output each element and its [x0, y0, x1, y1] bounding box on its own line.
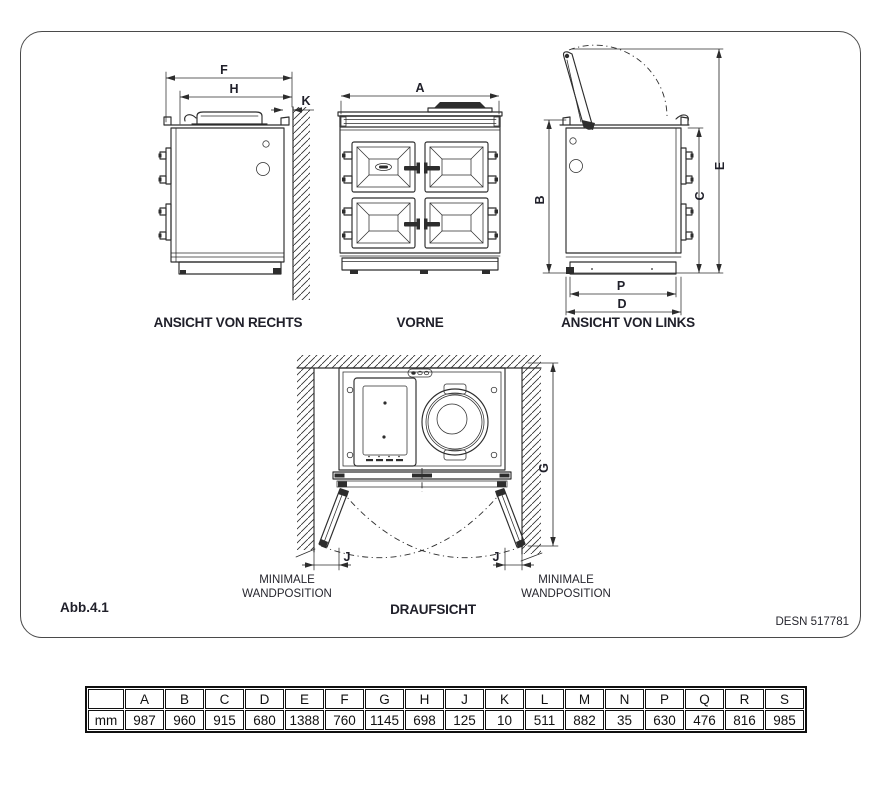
value-cell: 987	[125, 710, 164, 730]
dim-label-H: H	[229, 82, 238, 96]
lid-handle-front	[434, 102, 486, 108]
value-cell: 760	[325, 710, 364, 730]
control-knob-cluster	[407, 368, 433, 378]
oven-doors	[342, 141, 498, 249]
col-header: C	[205, 689, 244, 709]
door-hinges-left-view	[680, 147, 694, 241]
door-swing-arc-right	[339, 488, 524, 559]
lid-swing-arc	[568, 44, 668, 120]
wall-note-right-line2: WANDPOSITION	[521, 588, 611, 600]
lid-handle-hook	[184, 114, 197, 122]
view-front: A	[337, 81, 503, 330]
value-cell: 960	[165, 710, 204, 730]
table-values-row: mm 987 960 915 680 1388 760 1145 698 125…	[88, 710, 804, 730]
dim-label-J-right: J	[493, 550, 500, 564]
col-header: H	[405, 689, 444, 709]
wall-note-left-line2: WANDPOSITION	[242, 588, 332, 600]
col-header: B	[165, 689, 204, 709]
induction-hob	[353, 377, 417, 467]
col-header: L	[525, 689, 564, 709]
caption-top-view: DRAUFSICHT	[390, 602, 477, 617]
table-corner-cell	[88, 689, 124, 709]
caption-left-view: ANSICHT VON LINKS	[561, 315, 695, 330]
value-cell: 1145	[365, 710, 404, 730]
col-header: E	[285, 689, 324, 709]
value-cell: 511	[525, 710, 564, 730]
wall-hatch-right-view	[293, 107, 310, 300]
value-cell: 915	[205, 710, 244, 730]
drawing-number: DESN 517781	[775, 616, 849, 628]
col-header: S	[765, 689, 804, 709]
col-header: M	[565, 689, 604, 709]
value-cell: 125	[445, 710, 484, 730]
figure-label: Abb.4.1	[60, 600, 109, 615]
wall-note-right-line1: MINIMALE	[538, 574, 594, 586]
view-right-side: F H K	[154, 63, 314, 330]
wall-hatch-left	[297, 368, 314, 550]
col-header: D	[245, 689, 284, 709]
dim-label-E: E	[713, 162, 727, 170]
col-header: R	[725, 689, 764, 709]
dim-label-K: K	[301, 94, 310, 108]
caption-front-view: VORNE	[396, 315, 443, 330]
dim-label-G: G	[537, 463, 551, 473]
col-header: J	[445, 689, 484, 709]
col-header: P	[645, 689, 684, 709]
value-cell: 476	[685, 710, 724, 730]
figure-border	[20, 31, 861, 638]
view-top: G J J MINIMALE WANDPOSITION MINIMALE WAN…	[242, 355, 611, 617]
lid-handle-hook-left	[675, 114, 689, 122]
wall-hatch-top	[297, 355, 541, 368]
view-left-side: B C E P D ANSICHT VON LINKS	[533, 44, 727, 330]
dimension-table: A B C D E F G H J K L M N P Q R S mm 987	[85, 686, 807, 733]
hotplate-lid	[421, 383, 489, 461]
col-header: N	[605, 689, 644, 709]
col-header: A	[125, 689, 164, 709]
col-header: K	[485, 689, 524, 709]
table-header-row: A B C D E F G H J K L M N P Q R S	[88, 689, 804, 709]
open-doors-top-view	[318, 488, 526, 559]
dimension-table-wrap: A B C D E F G H J K L M N P Q R S mm 987	[85, 686, 807, 733]
wall-hatch-right	[522, 368, 541, 554]
value-cell: 985	[765, 710, 804, 730]
brand-badge	[375, 163, 392, 171]
dim-label-B: B	[533, 195, 547, 204]
value-cell: 680	[245, 710, 284, 730]
wall-note-left-line1: MINIMALE	[259, 574, 315, 586]
dim-label-C: C	[693, 191, 707, 200]
col-header: F	[325, 689, 364, 709]
value-cell: 698	[405, 710, 444, 730]
value-cell: 816	[725, 710, 764, 730]
dim-label-P: P	[617, 279, 625, 293]
caption-right-view: ANSICHT VON RECHTS	[154, 315, 303, 330]
col-header: Q	[685, 689, 724, 709]
dim-label-F: F	[220, 63, 228, 77]
dim-label-J-left: J	[344, 550, 351, 564]
dim-label-A: A	[415, 81, 424, 95]
value-cell: 35	[605, 710, 644, 730]
unit-cell: mm	[88, 710, 124, 730]
door-swing-arc-left	[320, 488, 505, 559]
value-cell: 10	[485, 710, 524, 730]
dim-label-D: D	[617, 297, 626, 311]
door-hinges-right-view	[158, 147, 172, 241]
value-cell: 882	[565, 710, 604, 730]
col-header: G	[365, 689, 404, 709]
value-cell: 1388	[285, 710, 324, 730]
value-cell: 630	[645, 710, 684, 730]
